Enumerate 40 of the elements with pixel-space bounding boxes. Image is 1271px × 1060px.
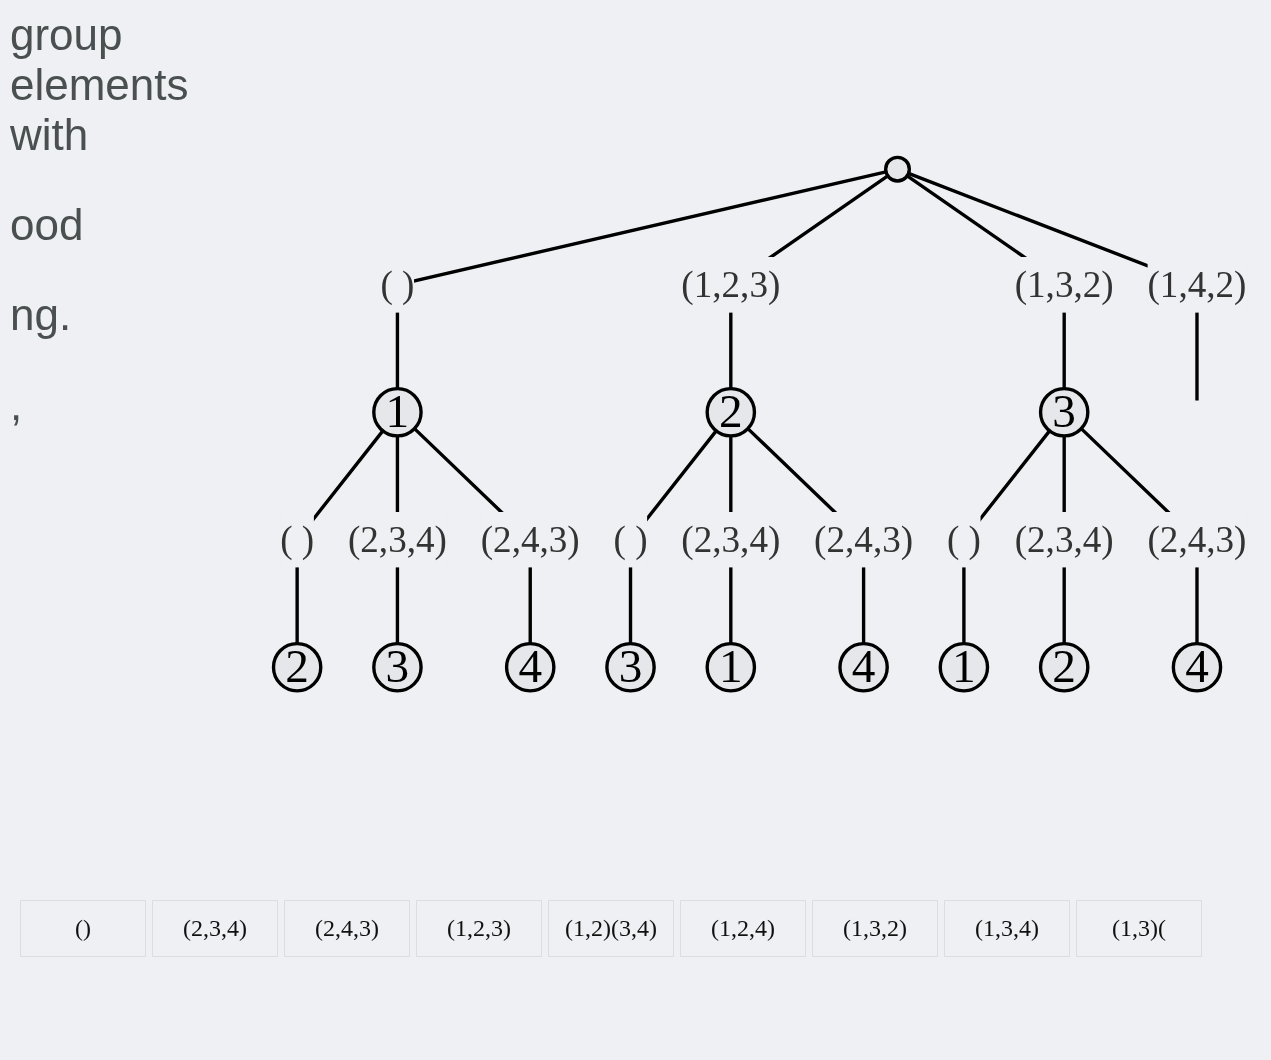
edge-label: (2,3,4) bbox=[347, 518, 447, 561]
table-cell: (2,4,3) bbox=[284, 900, 410, 957]
table-cell: (1,3,2) bbox=[812, 900, 938, 957]
node-circle bbox=[605, 641, 656, 693]
table-cell: (2,3,4) bbox=[152, 900, 278, 957]
node-circle bbox=[504, 641, 556, 693]
node-circle bbox=[271, 641, 323, 693]
node-circle bbox=[705, 386, 757, 438]
node-circle bbox=[705, 641, 757, 693]
slide-text: , bbox=[10, 380, 24, 430]
slide-text: ng. bbox=[10, 290, 73, 340]
table-cell: (1,3)( bbox=[1076, 900, 1202, 957]
node-circle bbox=[372, 386, 423, 438]
node-circle bbox=[838, 641, 889, 693]
edge-label: (1,3,2) bbox=[1014, 263, 1114, 306]
table-cell: (1,2)(3,4) bbox=[548, 900, 674, 957]
tree-diagram: ( ) (1,2,3) (1,3,2) (1,4,2) ( ) (2,3,4) (2,4,3) ( ) (2,3,4) (2,4,3) ( ) (2,3,4) (2,4,3) 1 2 3 2 3 4 3 1 4 1 2 4 bbox=[260, 0, 1260, 860]
node-circle bbox=[1038, 641, 1090, 693]
slide-text: group elements with bbox=[10, 10, 190, 160]
edge-label: (2,3,4) bbox=[681, 518, 781, 561]
table-cell: (1,2,4) bbox=[680, 900, 806, 957]
node-circle bbox=[884, 155, 911, 183]
node-circle bbox=[372, 641, 423, 693]
edge-label: ( ) bbox=[380, 263, 415, 306]
table-cell: (1,2,3) bbox=[416, 900, 542, 957]
table-cell: (1,3,4) bbox=[944, 900, 1070, 957]
edge-label: ( ) bbox=[613, 518, 648, 561]
table-cell: () bbox=[20, 900, 146, 957]
edge-label: (2,3,4) bbox=[1014, 518, 1114, 561]
edge-label: ( ) bbox=[280, 518, 315, 561]
edge-label: ( ) bbox=[946, 518, 981, 561]
edge-label: (2,4,3) bbox=[1147, 518, 1247, 561]
node-circle bbox=[938, 641, 990, 693]
edge-label: (1,2,3) bbox=[681, 263, 781, 306]
slide-text: ood bbox=[10, 200, 85, 250]
node-circle bbox=[1171, 641, 1223, 693]
edge-label: (1,4,2) bbox=[1147, 263, 1247, 306]
node-circle bbox=[1038, 386, 1090, 438]
edge-label: (2,4,3) bbox=[480, 518, 580, 561]
edge-label: (2,4,3) bbox=[814, 518, 914, 561]
